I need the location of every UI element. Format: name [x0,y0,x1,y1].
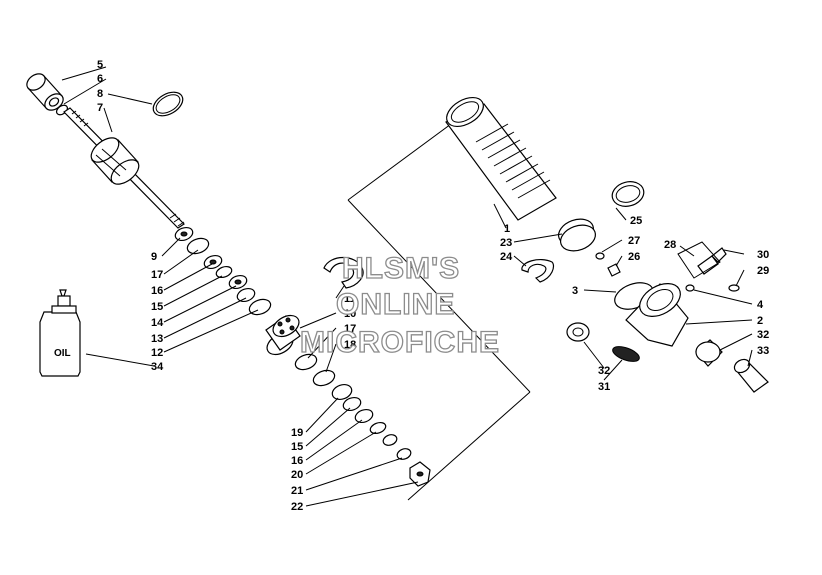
part-28-valve [677,241,727,279]
callout-31: 31 [598,381,610,393]
callout-27: 27 [628,235,640,247]
callout-16-left: 16 [151,285,163,297]
callout-33: 33 [757,345,769,357]
callout-12: 12 [151,347,163,359]
callout-13: 13 [151,333,163,345]
callout-4: 4 [757,299,764,311]
watermark: HLSM'S ONLINE MICROFICHE [299,251,500,359]
callout-6: 6 [97,73,103,85]
callout-3: 3 [572,285,578,297]
left-valve-stack [174,226,272,316]
lower-valve-stack [331,383,431,487]
leader-lines [61,66,753,507]
part-5-eye-cap [26,73,64,111]
part-34-oil-bottle: OIL [39,289,81,377]
part-24-clip [521,258,555,283]
callout-18: 18 [344,339,356,351]
callout-17-center: 17 [344,323,356,335]
callout-5: 5 [97,59,103,71]
callout-32-right: 32 [757,329,769,341]
callout-8: 8 [97,88,103,100]
callout-32-left: 32 [598,365,610,377]
piston-assembly [265,256,364,387]
callout-28: 28 [664,239,676,251]
callout-15-lower: 15 [291,441,303,453]
part-7-shaft [63,107,185,229]
part-4 [685,284,695,292]
callout-34: 34 [151,361,164,373]
part-31-washer [612,346,640,362]
part-2-body [625,283,689,347]
callout-labels: 5 6 8 7 9 17 16 15 14 13 12 34 11 10 17 … [97,59,769,513]
callout-11: 11 [344,293,356,305]
part-1-spring [445,96,557,221]
shaft-assembly [26,73,185,229]
callout-16-lower: 16 [291,455,303,467]
callout-21: 21 [291,485,303,497]
watermark-line-3: MICROFICHE [300,326,500,359]
callout-1: 1 [504,223,510,235]
part-27 [595,252,605,260]
part-26 [607,263,621,277]
watermark-line-2: ONLINE [336,288,455,321]
callout-29: 29 [757,265,769,277]
callout-26: 26 [628,251,640,263]
part-29 [728,284,740,292]
callout-22: 22 [291,501,303,513]
part-8-o-ring [152,91,184,117]
callout-25: 25 [630,215,642,227]
callout-23: 23 [500,237,512,249]
callout-24: 24 [500,251,513,263]
oil-bottle-text: OIL [54,348,71,359]
callout-15-left: 15 [151,301,163,313]
callout-14: 14 [151,317,164,329]
callout-10: 10 [344,308,356,320]
callout-17-left: 17 [151,269,163,281]
callout-2: 2 [757,315,763,327]
callout-20: 20 [291,469,303,481]
callout-19: 19 [291,427,303,439]
watermark-line-1: HLSM'S [342,252,460,285]
callout-30: 30 [757,249,769,261]
callout-9: 9 [151,251,157,263]
part-32-bushing-a [566,322,590,342]
callout-7: 7 [97,102,103,114]
part-25-o-ring [611,181,645,207]
